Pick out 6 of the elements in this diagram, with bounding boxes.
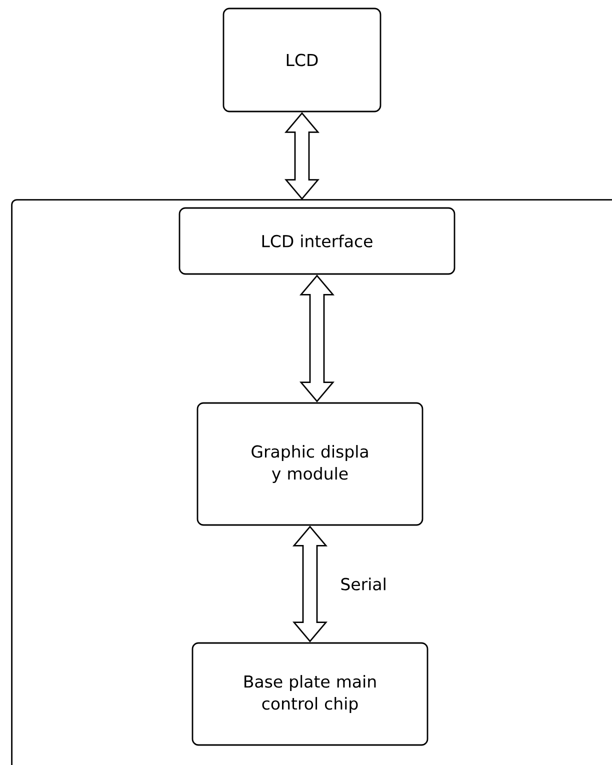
process-box: LCD xyxy=(222,8,382,112)
process-box: LCD interface xyxy=(178,207,456,275)
process-box: Base plate main control chip xyxy=(192,642,428,746)
process-box: Graphic displa y module xyxy=(196,402,424,526)
frame-box xyxy=(11,199,612,765)
edge-label: Serial xyxy=(338,576,389,592)
